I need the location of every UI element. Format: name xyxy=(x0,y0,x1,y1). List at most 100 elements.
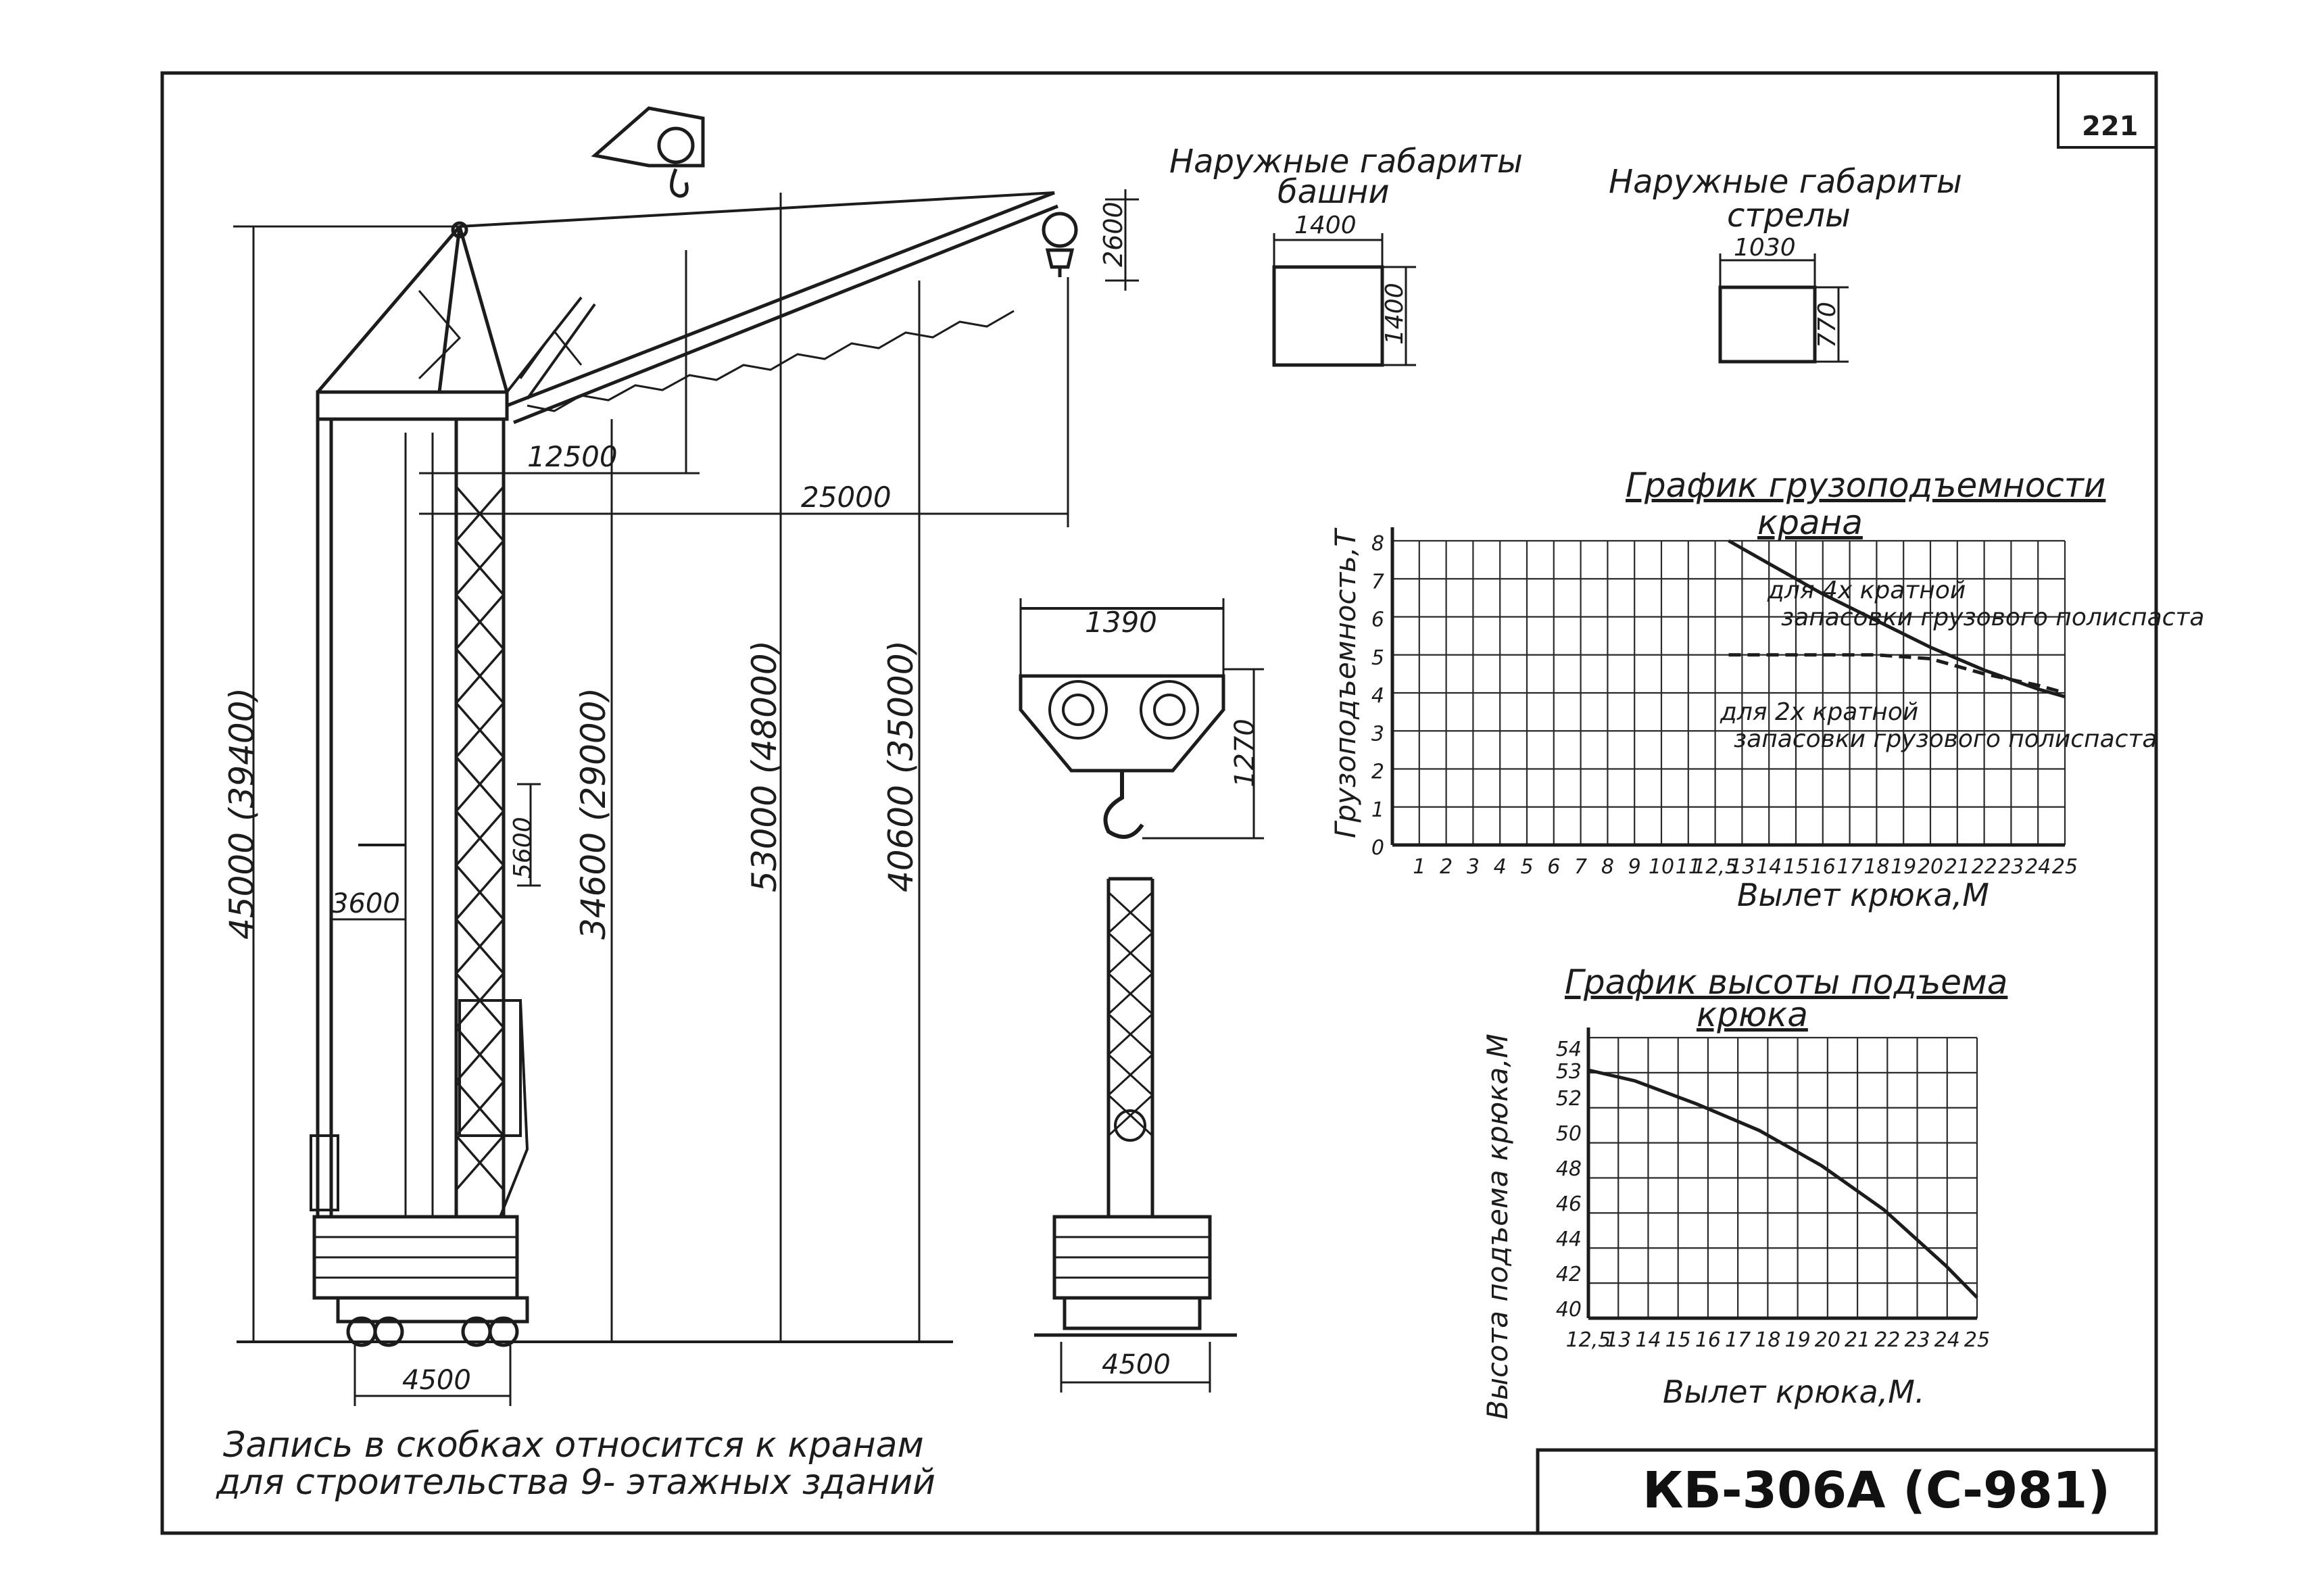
dim-track-front: 4500 xyxy=(1102,1349,1171,1380)
height-chart-title-1: График высоты подъема xyxy=(1565,963,2007,1002)
x-tick-label: 15 xyxy=(1665,1328,1691,1352)
load-chart-title-1: График грузоподъемности xyxy=(1626,466,2105,505)
rear-frame xyxy=(316,390,509,1217)
dim-height-total: 45000 (39400) xyxy=(222,687,262,940)
x-tick-label: 24 xyxy=(2025,855,2051,879)
x-tick-label: 15 xyxy=(1783,855,1809,879)
tower-dims-title-2: башни xyxy=(1277,173,1390,211)
dim-inner: 3600 xyxy=(331,888,400,919)
x-tick-label: 2 xyxy=(1440,855,1453,879)
y-tick-label: 50 xyxy=(1556,1122,1582,1146)
x-tick-label: 19 xyxy=(1891,855,1916,879)
x-tick-label: 14 xyxy=(1635,1328,1661,1352)
dim-height-tower: 34600 (29000) xyxy=(574,687,613,940)
dim-reach-max: 25000 xyxy=(801,481,892,514)
load-chart-ylabel: Грузоподъемность,Т xyxy=(1329,527,1362,838)
series-label: запасовки грузового полиспаста xyxy=(1781,604,2204,631)
x-tick-label: 20 xyxy=(1918,855,1943,879)
x-tick-label: 23 xyxy=(1904,1328,1930,1352)
load-chart-title-2: крана xyxy=(1757,503,1863,542)
title-block xyxy=(1536,1448,2158,1535)
series-line xyxy=(1728,539,2066,699)
y-tick-label: 2 xyxy=(1371,760,1384,784)
y-tick-label: 5 xyxy=(1371,646,1384,670)
x-tick-label: 12,5 xyxy=(1692,855,1738,879)
x-tick-label: 25 xyxy=(1964,1328,1990,1352)
x-tick-label: 16 xyxy=(1695,1328,1721,1352)
x-tick-label: 8 xyxy=(1601,855,1614,879)
x-tick-label: 18 xyxy=(1863,855,1889,879)
x-tick-label: 13 xyxy=(1729,855,1755,879)
dim-section: 5600 xyxy=(509,817,537,879)
y-tick-label: 53 xyxy=(1556,1060,1582,1084)
series-line xyxy=(1728,653,2066,695)
y-tick-label: 42 xyxy=(1556,1263,1582,1286)
x-tick-label: 3 xyxy=(1467,855,1480,879)
boom-dims-title-1: Наружные габариты xyxy=(1609,163,1962,201)
tower-mast xyxy=(454,419,506,1217)
hook-block-height: 1270 xyxy=(1229,719,1261,788)
y-tick-label: 54 xyxy=(1556,1038,1582,1061)
wheels xyxy=(346,1316,519,1347)
x-tick-label: 19 xyxy=(1785,1328,1811,1352)
cab xyxy=(310,844,529,1217)
sheet-frame xyxy=(160,71,2158,1535)
boom-dims-height: 770 xyxy=(1813,301,1841,348)
x-tick-label: 4 xyxy=(1494,855,1507,879)
boom-section-sketch xyxy=(1718,253,1849,364)
model-designation: КБ-306А (С-981) xyxy=(1642,1461,2110,1520)
x-tick-label: 11 xyxy=(1676,855,1701,879)
y-tick-label: 4 xyxy=(1371,684,1384,708)
series-label: для 2х кратной xyxy=(1720,698,1918,726)
x-tick-label: 18 xyxy=(1755,1328,1780,1352)
dim-hook-block-height: 2600 xyxy=(1098,201,1128,267)
x-tick-label: 20 xyxy=(1815,1328,1841,1352)
x-tick-label: 24 xyxy=(1934,1328,1960,1352)
upper-hook-assembly xyxy=(591,106,705,198)
series-label: для 4х кратной xyxy=(1767,577,1966,604)
page-number: 221 xyxy=(2082,111,2139,142)
y-tick-label: 7 xyxy=(1371,570,1384,594)
footnote-line-2: для строительства 9- этажных зданий xyxy=(216,1462,935,1503)
load-chart-xlabel: Вылет крюка,М xyxy=(1737,877,1989,913)
x-tick-label: 13 xyxy=(1605,1328,1631,1352)
x-tick-label: 17 xyxy=(1725,1328,1751,1352)
page-number-box xyxy=(2057,73,2156,149)
height-chart-title-2: крюка xyxy=(1697,995,1808,1034)
x-tick-label: 14 xyxy=(1756,855,1782,879)
y-tick-label: 48 xyxy=(1556,1157,1582,1181)
boom-dims-width: 1030 xyxy=(1734,234,1796,262)
y-tick-label: 40 xyxy=(1556,1298,1582,1322)
x-tick-label: 21 xyxy=(1945,855,1970,879)
x-tick-label: 6 xyxy=(1547,855,1560,879)
x-tick-label: 22 xyxy=(1972,855,1997,879)
mast-struts xyxy=(506,296,596,400)
x-tick-label: 5 xyxy=(1520,855,1533,879)
x-tick-label: 21 xyxy=(1845,1328,1870,1352)
jib-tip-hook-block xyxy=(1042,212,1078,277)
x-tick-label: 25 xyxy=(2052,855,2078,879)
x-tick-label: 17 xyxy=(1837,855,1863,879)
y-tick-label: 6 xyxy=(1371,608,1384,632)
y-tick-label: 1 xyxy=(1371,798,1384,822)
dim-reach-min: 12500 xyxy=(527,440,618,473)
x-tick-label: 1 xyxy=(1413,855,1425,879)
x-tick-label: 9 xyxy=(1628,855,1641,879)
y-tick-label: 8 xyxy=(1371,532,1384,556)
height-chart-xlabel: Вылет крюка,М. xyxy=(1663,1374,1925,1410)
x-tick-label: 16 xyxy=(1810,855,1836,879)
tower-dims-width: 1400 xyxy=(1294,212,1357,239)
x-tick-label: 22 xyxy=(1874,1328,1900,1352)
y-tick-label: 46 xyxy=(1556,1192,1582,1216)
dimension-lines xyxy=(233,189,1139,1406)
dim-track-side: 4500 xyxy=(402,1365,471,1396)
y-tick-label: 52 xyxy=(1556,1087,1582,1111)
x-tick-label: 12,5 xyxy=(1566,1328,1611,1352)
tower-head xyxy=(316,221,509,393)
footnote-line-1: Запись в скобках относится к кранам xyxy=(223,1425,924,1466)
height-chart-ylabel: Высота подъема крюка,М xyxy=(1481,1034,1514,1420)
x-tick-label: 23 xyxy=(1998,855,2024,879)
dim-height-min-hook: 40600 (35000) xyxy=(881,640,921,892)
dim-height-max-hook: 53000 (48000) xyxy=(745,640,784,892)
